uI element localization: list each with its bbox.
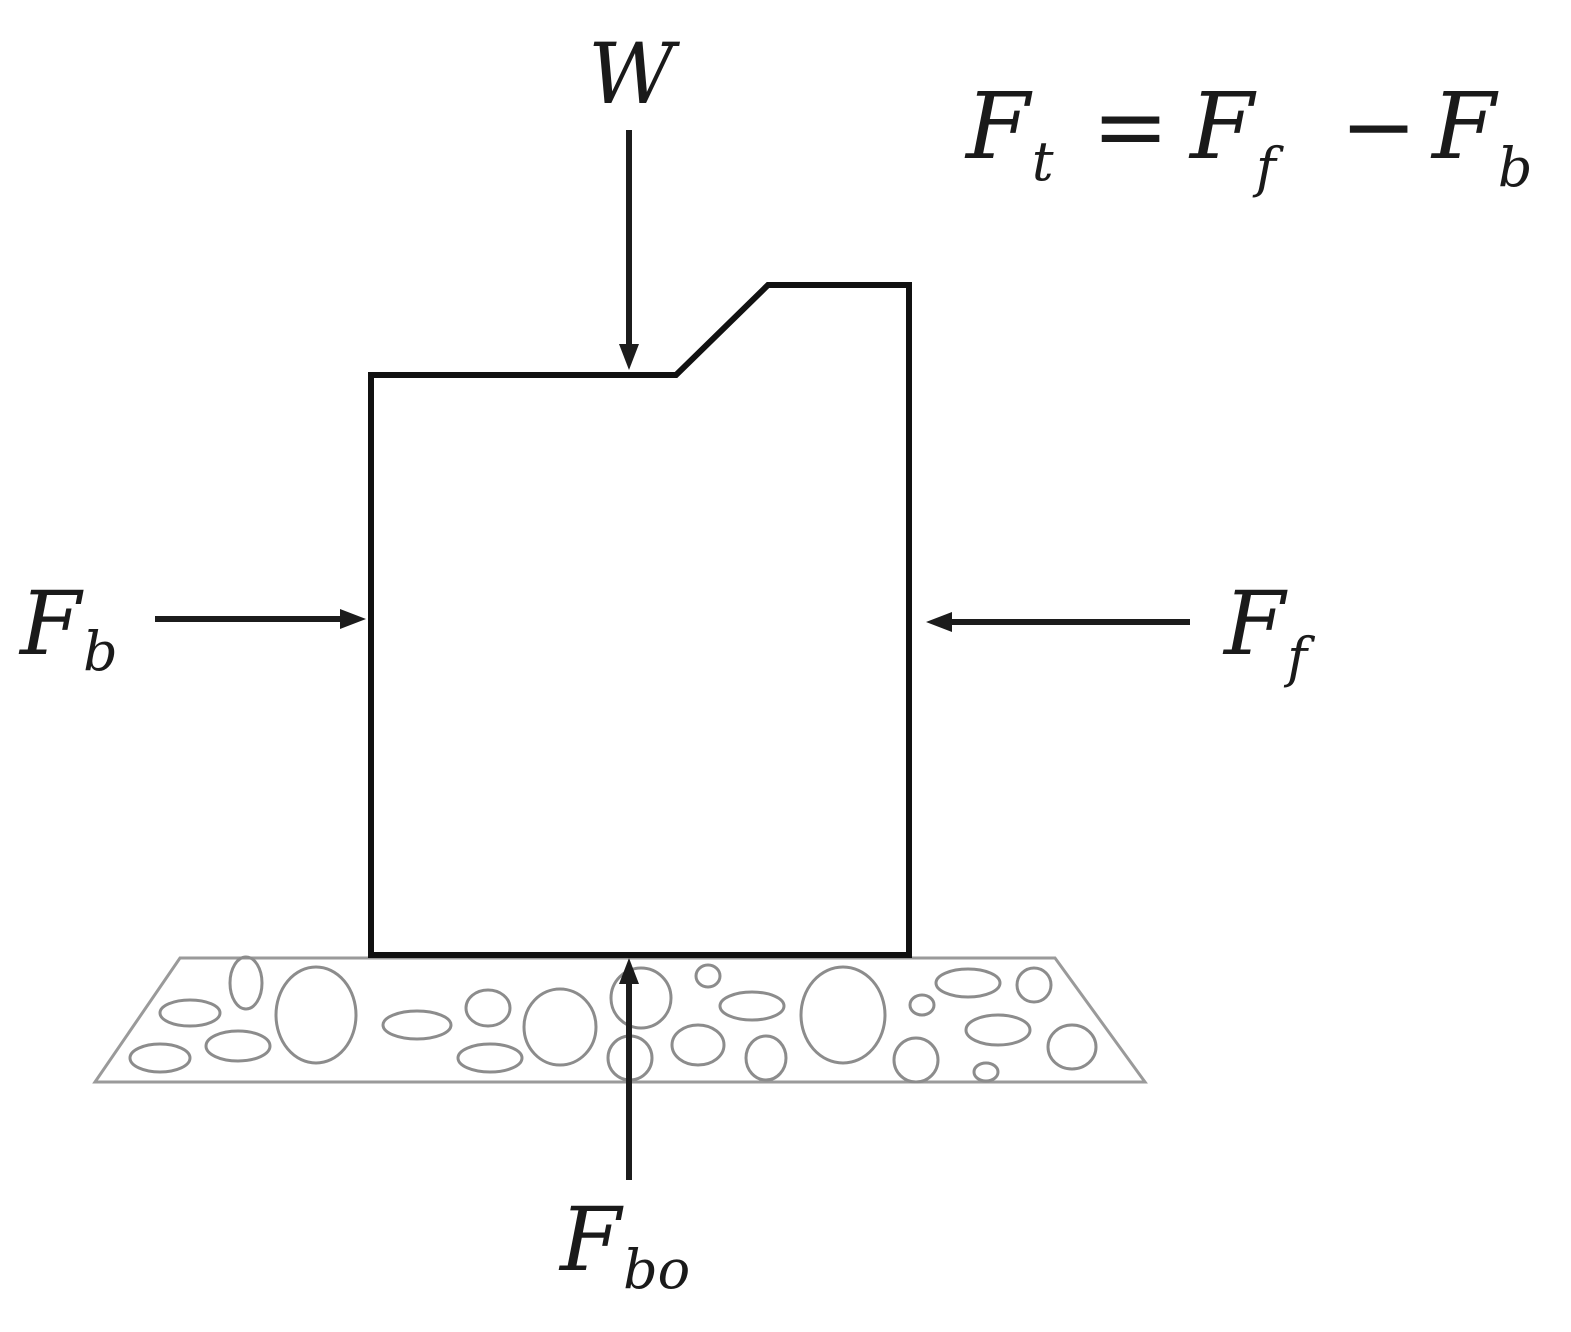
weight-label: W	[588, 25, 681, 123]
pebble	[934, 967, 1002, 999]
equation-equals: =	[1092, 73, 1169, 180]
pebble	[274, 965, 358, 1065]
pebble	[609, 966, 673, 1030]
pebble	[456, 1042, 524, 1074]
equation-term1-subscript: f	[1252, 136, 1284, 199]
bottom-force-subscript: bo	[623, 1238, 690, 1301]
equation-term1: Ff	[1188, 73, 1284, 199]
pebble	[1015, 966, 1053, 1004]
soil-base	[92, 955, 1148, 1084]
pebble	[128, 1042, 192, 1074]
force-equation: Ft = Ff − Fb	[964, 73, 1532, 199]
equation-term2-subscript: b	[1498, 136, 1533, 199]
pebble	[464, 988, 512, 1028]
weight-arrowhead	[619, 344, 639, 370]
right-force-arrowhead	[926, 612, 952, 632]
right-force-label: Ff	[1222, 572, 1315, 689]
equation-term2-symbol: F	[1430, 73, 1499, 180]
equation-lhs-subscript: t	[1032, 130, 1054, 193]
left-force-arrowhead	[340, 609, 366, 629]
pebble	[694, 963, 722, 989]
pebble	[228, 955, 264, 1011]
left-force-label: Fb	[18, 572, 118, 683]
equation-minus: −	[1340, 73, 1417, 180]
pebble	[1046, 1023, 1098, 1071]
pebble	[908, 993, 936, 1017]
equation-lhs: Ft	[964, 73, 1054, 193]
pebble	[744, 1034, 788, 1082]
bottom-force-arrowhead	[619, 958, 639, 984]
bottom-force-arrow	[619, 958, 639, 1180]
bottom-force-label: Fbo	[558, 1188, 690, 1301]
equation-term1-symbol: F	[1188, 73, 1257, 180]
bottom-force-symbol: F	[558, 1188, 624, 1291]
right-force-symbol: F	[1222, 572, 1288, 675]
soil-pebbles	[128, 955, 1098, 1084]
pebble	[964, 1013, 1032, 1047]
right-force-arrow	[926, 612, 1190, 632]
equation-lhs-symbol: F	[964, 73, 1033, 180]
pebble	[718, 990, 786, 1022]
pebble	[799, 965, 887, 1065]
equation-term2: Fb	[1430, 73, 1532, 199]
left-force-subscript: b	[83, 620, 118, 683]
weight-arrow	[619, 130, 639, 370]
left-force-arrow	[155, 609, 366, 629]
pebble	[522, 987, 598, 1067]
left-force-symbol: F	[18, 572, 84, 675]
pebble	[972, 1061, 1000, 1083]
pebble	[381, 1009, 453, 1041]
pebble	[158, 998, 222, 1028]
right-force-subscript: f	[1283, 626, 1315, 689]
block-body	[368, 282, 912, 958]
pebble	[204, 1029, 272, 1063]
pebble	[670, 1023, 726, 1067]
pebble	[892, 1036, 940, 1084]
